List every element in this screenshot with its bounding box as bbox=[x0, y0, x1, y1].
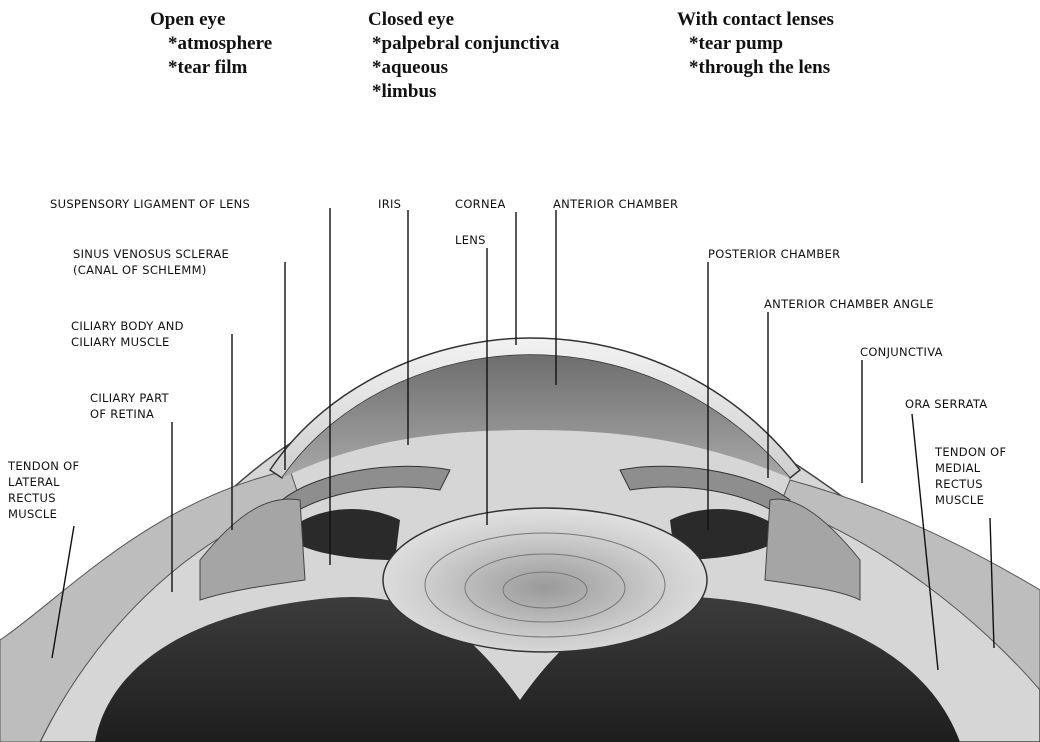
label-ciliary-body: CILIARY BODY AND bbox=[71, 318, 184, 334]
label-tendon-medial-line: RECTUS bbox=[935, 476, 1006, 492]
label-conjunctiva: CONJUNCTIVA bbox=[860, 344, 943, 360]
label-tendon-medial-line: TENDON OF bbox=[935, 444, 1006, 460]
label-anterior-chamber-angle: ANTERIOR CHAMBER ANGLE bbox=[764, 296, 934, 312]
label-anterior-chamber: ANTERIOR CHAMBER bbox=[553, 196, 678, 212]
label-ciliary-part: CILIARY PART bbox=[90, 390, 169, 406]
label-tendon-lateral: TENDON OF LATERAL RECTUS MUSCLE bbox=[8, 458, 79, 522]
label-ciliary-muscle: CILIARY MUSCLE bbox=[71, 334, 170, 350]
label-sinus-venosus: SINUS VENOSUS SCLERAE bbox=[73, 246, 229, 262]
label-ora-serrata: ORA SERRATA bbox=[905, 396, 987, 412]
label-of-retina: OF RETINA bbox=[90, 406, 154, 422]
label-tendon-lateral-line: MUSCLE bbox=[8, 506, 79, 522]
label-tendon-lateral-line: LATERAL bbox=[8, 474, 79, 490]
label-tendon-medial-line: MEDIAL bbox=[935, 460, 1006, 476]
label-tendon-medial-line: MUSCLE bbox=[935, 492, 1006, 508]
lens-shape bbox=[383, 508, 707, 652]
label-suspensory-ligament: SUSPENSORY LIGAMENT OF LENS bbox=[50, 196, 250, 212]
label-canal-of-schlemm: (CANAL OF SCHLEMM) bbox=[73, 262, 207, 278]
label-posterior-chamber: POSTERIOR CHAMBER bbox=[708, 246, 840, 262]
label-lens: LENS bbox=[455, 232, 486, 248]
label-cornea: CORNEA bbox=[455, 196, 506, 212]
label-tendon-lateral-line: TENDON OF bbox=[8, 458, 79, 474]
label-iris: IRIS bbox=[378, 196, 401, 212]
label-tendon-lateral-line: RECTUS bbox=[8, 490, 79, 506]
label-tendon-medial: TENDON OF MEDIAL RECTUS MUSCLE bbox=[935, 444, 1006, 508]
